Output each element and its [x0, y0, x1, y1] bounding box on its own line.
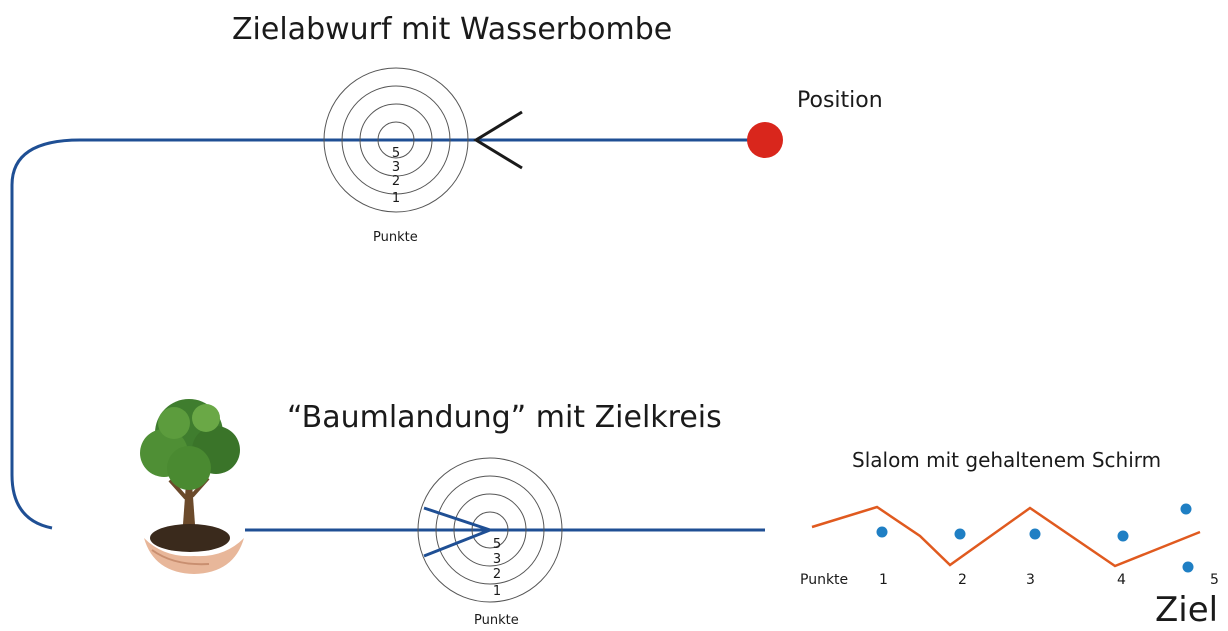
position-marker — [747, 122, 783, 158]
drop-task-title: Zielabwurf mit Wasserbombe — [232, 12, 673, 47]
landing-points-caption: Punkte — [474, 613, 519, 628]
landing-ring-value: 2 — [492, 567, 502, 582]
slalom-point-number: 1 — [879, 572, 888, 588]
drop-target-rings — [323, 67, 469, 213]
slalom-point-number: 4 — [1117, 572, 1126, 588]
drop-ring-value: 2 — [391, 174, 401, 189]
slalom-pylons — [876, 503, 1194, 573]
drop-ring-value: 3 — [391, 160, 401, 175]
flight-route-line — [10, 138, 765, 530]
slalom-point-number: 5 — [1210, 572, 1219, 588]
tree-in-hands-image — [140, 399, 244, 574]
slalom-path — [811, 505, 1201, 568]
slalom-point-number: 3 — [1026, 572, 1035, 588]
landing-ring-value: 3 — [492, 552, 502, 567]
slalom-title: Slalom mit gehaltenem Schirm — [852, 448, 1162, 472]
position-label: Position — [797, 88, 883, 113]
landing-target-rings — [417, 457, 563, 603]
target-label: Ziel — [1155, 590, 1219, 630]
slalom-points-caption: Punkte — [800, 572, 849, 588]
drop-ring-value: 5 — [391, 146, 401, 161]
drop-ring-value: 1 — [391, 191, 401, 206]
landing-ring-value: 5 — [492, 537, 502, 552]
direction-arrow — [473, 110, 523, 170]
slalom-point-number: 2 — [958, 572, 967, 588]
landing-ring-value: 1 — [492, 584, 502, 599]
landing-arrow — [423, 506, 495, 558]
landing-task-title: “Baumlandung” mit Zielkreis — [287, 400, 722, 435]
drop-points-caption: Punkte — [373, 230, 418, 245]
